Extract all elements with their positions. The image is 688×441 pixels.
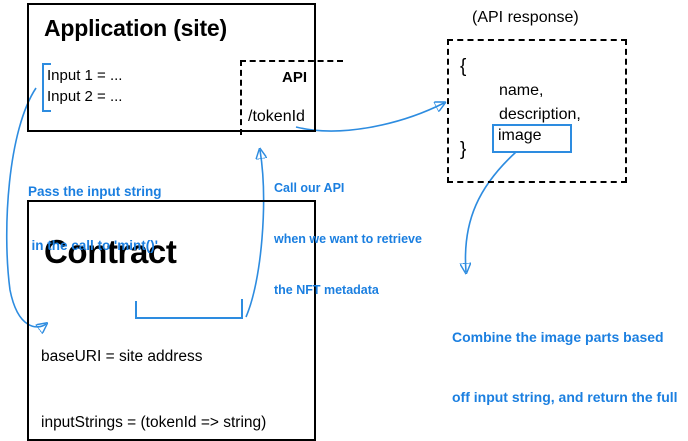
response-field-description: description, xyxy=(499,106,581,123)
note-pass-input-string: Pass the input string in the call to 'mi… xyxy=(28,147,162,291)
application-title: Application (site) xyxy=(44,15,227,41)
code-line-inputstrings: inputStrings = (tokenId => string) xyxy=(41,414,267,431)
api-response-label: (API response) xyxy=(472,9,579,26)
site-address-bracket xyxy=(135,299,243,319)
api-subbox: API /tokenId xyxy=(240,60,343,135)
json-open-brace: { xyxy=(460,56,467,77)
response-field-image: image xyxy=(498,127,542,144)
contract-code: baseURI = site address inputStrings = (t… xyxy=(41,302,268,441)
note-mint-line-1: Pass the input string xyxy=(28,184,162,199)
application-inputs: Input 1 = ... Input 2 = ... xyxy=(47,65,122,107)
contract-box: Contract baseURI = site address inputStr… xyxy=(27,200,316,441)
api-endpoint: /tokenId xyxy=(248,108,305,125)
json-close-brace: } xyxy=(460,139,467,160)
note-combine-line-2: off input string, and return the full xyxy=(452,389,678,405)
code-line-baseuri: baseURI = site address xyxy=(41,346,268,368)
note-combine-line-1: Combine the image parts based xyxy=(452,329,664,345)
input-bracket xyxy=(42,63,51,112)
input-line-2: Input 2 = ... xyxy=(47,88,123,105)
api-response-box: { } name, description, image xyxy=(447,39,627,183)
application-box: Application (site) Input 1 = ... Input 2… xyxy=(27,3,343,135)
note-api-line-1: Call our API xyxy=(274,181,345,195)
code-baseuri-value: site address xyxy=(118,348,203,365)
note-api-line-2: when we want to retrieve xyxy=(274,232,422,246)
code-baseuri-key: baseURI = xyxy=(41,348,119,365)
api-response-fields: name, description, xyxy=(499,79,581,127)
note-call-our-api: Call our API when we want to retrieve th… xyxy=(274,146,422,333)
note-combine-image: Combine the image parts based off input … xyxy=(452,287,678,441)
response-field-name: name, xyxy=(499,82,544,99)
input-line-1: Input 1 = ... xyxy=(47,67,123,84)
note-api-line-3: the NFT metadata xyxy=(274,283,379,297)
contract-title: Contract xyxy=(44,233,177,270)
api-title: API xyxy=(282,69,308,86)
note-mint-line-2: in the call to 'mint()' xyxy=(31,238,158,253)
image-field-highlight-box xyxy=(492,124,572,153)
